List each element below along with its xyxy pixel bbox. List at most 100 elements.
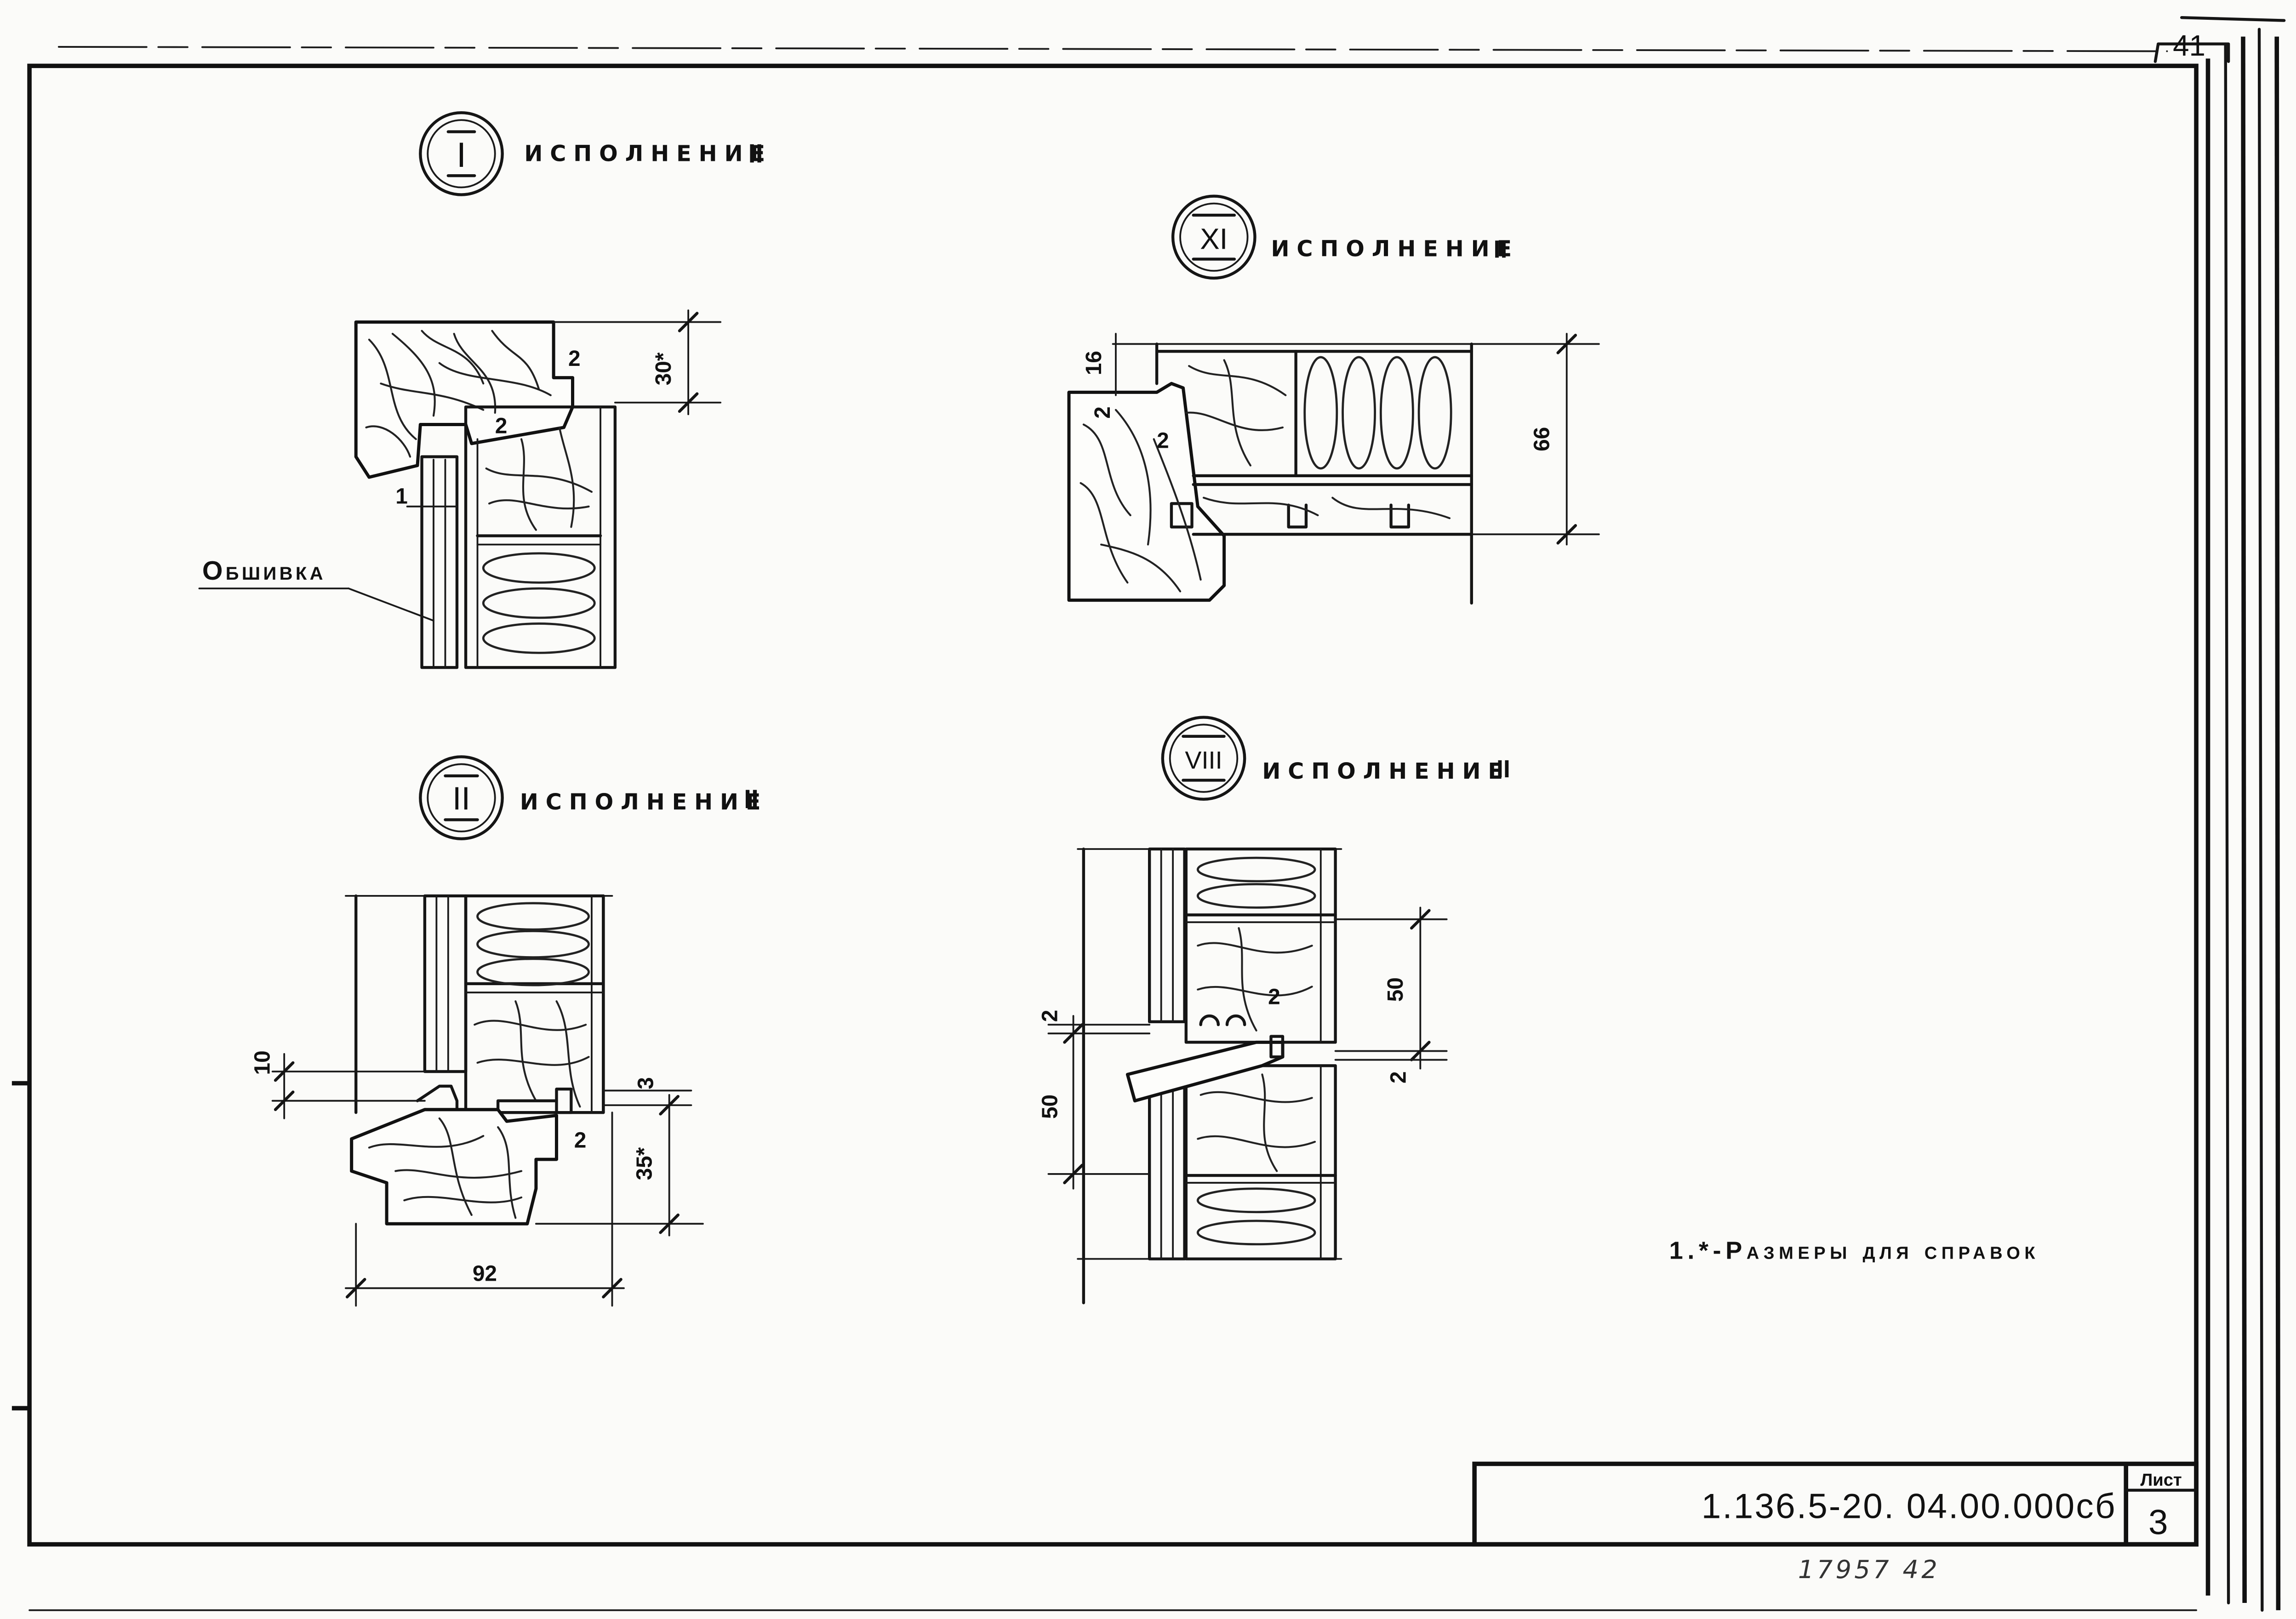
handwritten-inventory-number: 17957 42 bbox=[1798, 1555, 1940, 1584]
drawing-stroke bbox=[1202, 496, 1319, 516]
drawing-stroke bbox=[602, 1278, 623, 1299]
drawing-stroke bbox=[485, 467, 593, 493]
panel-outline bbox=[464, 405, 617, 669]
detail-I: I ИСПОЛНЕНИЕ II bbox=[198, 111, 772, 669]
sheet-number: 3 bbox=[2148, 1503, 2168, 1542]
callout-marker-II: II bbox=[419, 755, 504, 840]
drawing-stroke bbox=[1153, 438, 1202, 581]
drawing-stroke bbox=[1100, 543, 1182, 593]
dimension-height-value: 35* bbox=[632, 1147, 657, 1180]
detail-II: II ИСПОЛНЕНИЕ II bbox=[250, 755, 761, 1307]
title-block-frame bbox=[1472, 1461, 2199, 1547]
variant-label: ИСПОЛНЕНИЕ bbox=[524, 141, 772, 166]
dimension-gap-left: 2 bbox=[1038, 1010, 1151, 1026]
dimension-thickness-value: 66 bbox=[1530, 427, 1554, 451]
dimension-gap: 2 bbox=[568, 347, 581, 371]
cladding-board-upper bbox=[1148, 847, 1186, 1023]
drawing-stroke bbox=[474, 1020, 587, 1031]
callout-numeral: VIII bbox=[1185, 747, 1222, 774]
drawing-stroke bbox=[464, 894, 605, 1114]
drawing-stroke bbox=[403, 1196, 523, 1203]
callout-outer-ring bbox=[419, 755, 504, 840]
drawing-stroke bbox=[438, 1117, 473, 1216]
dimension-thickness: 66 bbox=[1470, 333, 1600, 546]
drawing-stroke bbox=[1079, 482, 1129, 584]
top-edge-line bbox=[57, 46, 2168, 52]
drawing-stroke bbox=[1342, 356, 1376, 470]
seal-strip bbox=[555, 1088, 573, 1114]
drawing-stroke bbox=[520, 438, 537, 531]
dimension-gap-right: 2 bbox=[1334, 1059, 1448, 1083]
drawing-stroke bbox=[365, 425, 411, 458]
drawing-stroke bbox=[476, 902, 590, 931]
dimension-gap-left-value: 2 bbox=[1038, 1010, 1062, 1022]
drawing-stroke bbox=[348, 587, 434, 622]
dimension-gap-value: 3 bbox=[634, 1077, 658, 1089]
dimension-seal: 2 bbox=[574, 1129, 587, 1153]
dimension-seal: 2 bbox=[495, 414, 508, 439]
lower-panel bbox=[1184, 1064, 1337, 1260]
dimension-upper: 50 bbox=[1334, 906, 1448, 1070]
dimension-height: 35* bbox=[535, 1094, 704, 1237]
drawing-stroke bbox=[1331, 496, 1451, 519]
insulation-fill bbox=[476, 902, 590, 986]
drawing-stroke bbox=[1148, 1076, 1186, 1260]
panel-wood-grain bbox=[1197, 927, 1313, 1032]
insulation-fill bbox=[1196, 1187, 1316, 1246]
drawing-stroke bbox=[1223, 359, 1251, 467]
drawing-stroke bbox=[368, 338, 417, 440]
drawing-stroke bbox=[1261, 1073, 1278, 1172]
drawing-stroke bbox=[1082, 423, 1131, 516]
drawing-stroke bbox=[678, 312, 699, 332]
wall-panel bbox=[1112, 342, 1600, 605]
drawing-stroke bbox=[476, 929, 590, 959]
wall-panel bbox=[464, 894, 605, 1114]
drawing-stroke bbox=[491, 330, 540, 391]
drawing-stroke bbox=[380, 382, 485, 411]
drawing-stroke bbox=[1417, 356, 1452, 470]
sheet-label: Лист bbox=[2141, 1470, 2182, 1490]
drawing-stroke bbox=[659, 1095, 680, 1116]
drawing-stroke bbox=[1379, 356, 1414, 470]
callout-numeral: XI bbox=[1200, 222, 1228, 255]
panel-wood-grain bbox=[474, 1000, 590, 1108]
drawing-stroke bbox=[659, 1213, 680, 1234]
drawing-stroke bbox=[274, 1090, 295, 1111]
drawing-stroke bbox=[1197, 1135, 1316, 1148]
dimension-lower: 50 bbox=[1038, 1015, 1151, 1190]
drawing-stroke bbox=[1114, 409, 1152, 546]
drawing-stroke bbox=[1185, 411, 1284, 431]
dimension-top: 16 bbox=[1082, 333, 1117, 396]
drawing-stroke bbox=[1238, 927, 1257, 1032]
cladding-outline bbox=[420, 455, 459, 669]
page-number-bracket bbox=[2153, 42, 2230, 63]
callout-inner-ring bbox=[427, 763, 496, 832]
callout-numeral: I bbox=[457, 136, 466, 175]
top-right-dash bbox=[2180, 16, 2286, 22]
page-number: 41 bbox=[2173, 29, 2205, 62]
variant-number: II bbox=[1494, 235, 1508, 263]
drawing-stroke bbox=[345, 1278, 366, 1299]
variant-number: II bbox=[1496, 755, 1510, 783]
drawing-stroke bbox=[1196, 883, 1316, 909]
drip-flashing-profile bbox=[1125, 1040, 1285, 1103]
dimension-upper-value: 50 bbox=[1383, 977, 1408, 1002]
callout-outer-ring bbox=[419, 111, 504, 196]
cladding-board bbox=[420, 455, 459, 669]
callout-inner-ring bbox=[1169, 724, 1239, 793]
cladding-label: Обшивка bbox=[202, 556, 326, 586]
wood-grain-hatch bbox=[365, 330, 552, 458]
right-strip-5 bbox=[2274, 36, 2281, 1610]
drawing-stroke bbox=[1410, 909, 1431, 930]
cladding-board-lower bbox=[1148, 1076, 1186, 1260]
frame-head-profile bbox=[354, 320, 575, 479]
drawing-stroke bbox=[1410, 1041, 1431, 1061]
detail-XI: XI ИСПОЛНЕНИЕ II bbox=[1067, 194, 1600, 605]
drawing-stroke bbox=[1556, 524, 1577, 545]
drawing-stroke bbox=[482, 587, 596, 619]
sheet-frame: 41 bbox=[11, 16, 2286, 1612]
drawing-stroke bbox=[1063, 1023, 1084, 1044]
insulation-fill bbox=[1196, 856, 1316, 909]
drawing-stroke bbox=[1556, 334, 1577, 354]
